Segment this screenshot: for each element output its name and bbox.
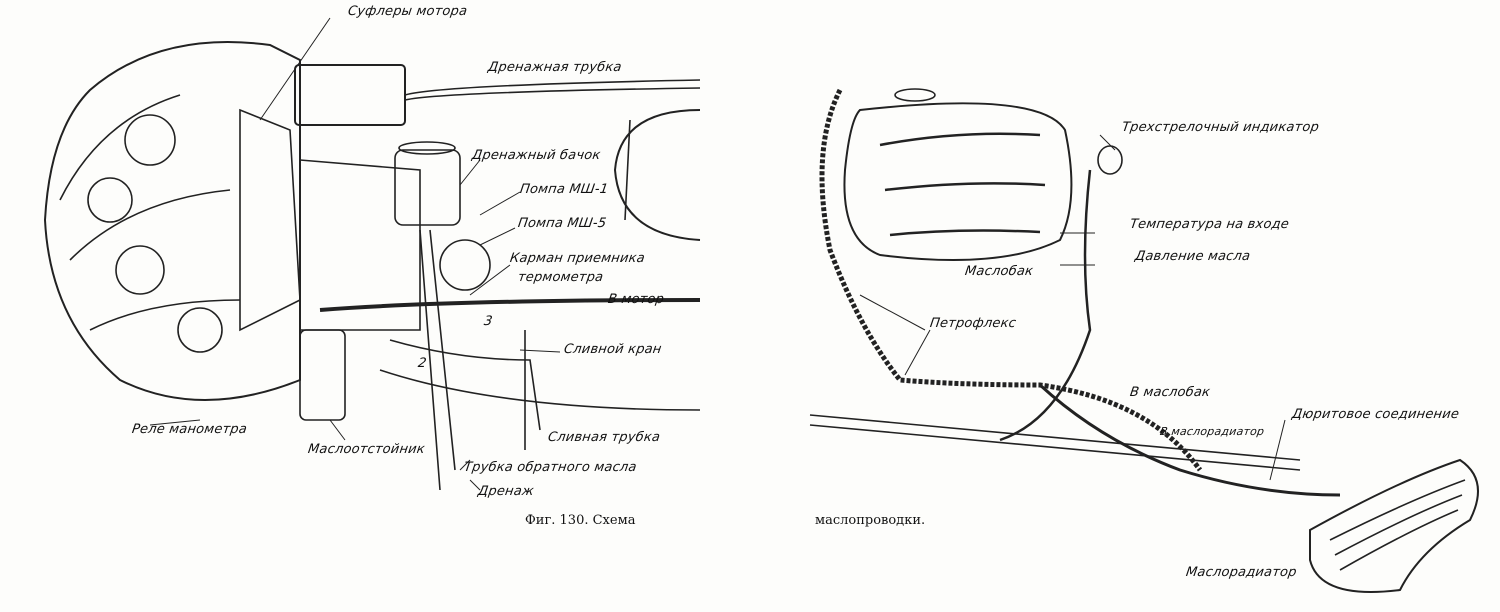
engine-illustration	[43, 41, 491, 421]
oil-tank-illustration	[843, 88, 1073, 261]
label-inlet-temp: Температура на входе	[1128, 217, 1291, 232]
label-thermo-pocket: Карман приемника	[508, 251, 646, 266]
label-oil-pressure: Давление масла	[1133, 249, 1252, 264]
oil-radiator-illustration	[1309, 458, 1479, 593]
label-indicator: Трехстрелочный индикатор	[1120, 120, 1320, 135]
figure-caption-left: Фиг. 130. Схема	[525, 513, 636, 528]
label-drain-pipe: Сливная трубка	[546, 430, 662, 445]
figure-caption-right: маслопроводки.	[815, 513, 926, 528]
label-durite: Дюритовое соединение	[1290, 407, 1461, 422]
label-to-engine: В мотор	[606, 292, 666, 307]
label-breathers: Суфлеры мотора	[346, 4, 469, 19]
label-to-radiator: В маслорадиатор	[1159, 425, 1266, 438]
label-drainage: Дренаж	[476, 484, 535, 499]
label-drain-tube: Дренажная трубка	[486, 60, 623, 75]
label-oil-tank: Маслобак	[963, 264, 1035, 279]
label-thermometer: термометра	[516, 270, 605, 285]
label-gauge-relay: Реле манометра	[130, 422, 248, 437]
label-pump-msh5: Помпа МШ-5	[516, 216, 608, 231]
label-to-tank: В маслобак	[1128, 385, 1212, 400]
label-return-tube: Трубка обратного масла	[462, 460, 638, 475]
label-drain-tank: Дренажный бачок	[470, 148, 602, 163]
label-sump: Маслоотстойник	[306, 442, 426, 457]
label-drain-valve: Сливной кран	[562, 342, 663, 357]
label-radiator: Маслорадиатор	[1184, 565, 1298, 580]
label-pump-msh1: Помпа МШ-1	[518, 182, 610, 197]
label-petroflex: Петрофлекс	[928, 316, 1018, 331]
